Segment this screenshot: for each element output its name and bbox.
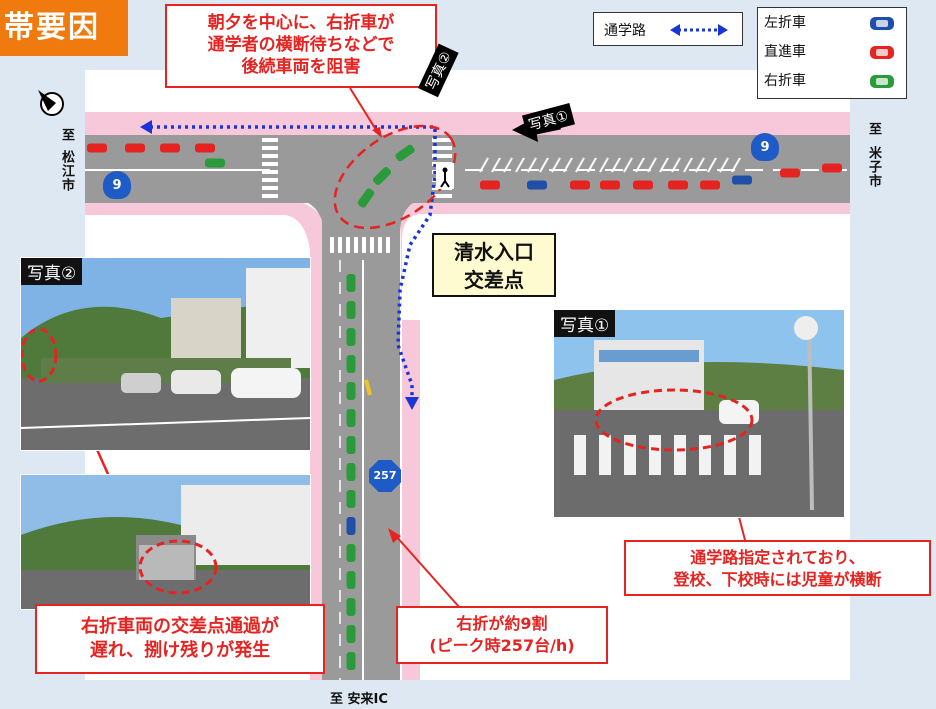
vehicle-icon (346, 517, 356, 535)
callout-right-turn-blocking: 朝夕を中心に、右折車が 通学者の横断待ちなどで 後続車両を阻害 (165, 4, 437, 88)
photo-1-image (554, 310, 844, 517)
vehicle-icon (633, 180, 653, 190)
vehicle-icon (480, 180, 500, 190)
vehicle-icon (346, 382, 356, 400)
vehicle-icon (346, 301, 356, 319)
car-red-icon (870, 46, 894, 59)
legend-route-label: 通学路 (604, 23, 646, 39)
photo-2b-image (21, 475, 310, 609)
photo-1: 写真① (553, 309, 845, 518)
vehicle-icon (600, 180, 620, 190)
vehicle-icon (732, 175, 752, 185)
vehicle-icon (822, 163, 842, 173)
direction-left-to: 至 (59, 128, 74, 142)
callout-school-route: 通学路指定されており、 登校、下校時には児童が横断 (624, 540, 931, 596)
vehicle-icon (87, 143, 107, 153)
photo-2-label: 写真② (21, 258, 83, 285)
intersection-name: 清水入口 交差点 (432, 233, 556, 297)
vehicle-icon (346, 463, 356, 481)
vehicle-icon (346, 544, 356, 562)
direction-right-city: 米子市 (866, 146, 881, 188)
car-blue-icon (870, 17, 894, 30)
legend-right-turn: 右折車 (764, 73, 806, 89)
vehicle-icon (205, 158, 225, 168)
vehicle-icon (357, 188, 375, 208)
vehicle-icon (780, 168, 800, 178)
vehicle-icon (346, 571, 356, 589)
photo-2: 写真② (20, 257, 311, 451)
vehicle-icon (125, 143, 145, 153)
vehicle-icon (346, 652, 356, 670)
route-257-shield: 257 (369, 460, 401, 492)
page-title: 帯要因 (0, 0, 128, 56)
direction-bottom: 至 安来IC (330, 692, 388, 707)
vehicle-icon (346, 328, 356, 346)
route-arrow-icon (670, 24, 728, 36)
direction-right-to: 至 (866, 122, 881, 136)
vehicle-icon (570, 180, 590, 190)
vehicle-icon (346, 625, 356, 643)
vehicle-icon (346, 436, 356, 454)
vehicle-icon (195, 143, 215, 153)
vehicle-icon (372, 166, 392, 186)
legend-left-turn: 左折車 (764, 15, 806, 31)
callout-right-turn-ratio: 右折が約9割 (ピーク時257台/h) (396, 606, 608, 664)
vehicle-icon (346, 409, 356, 427)
photo-2-image (21, 258, 310, 450)
vehicle-icon (346, 598, 356, 616)
vehicle-icon (346, 355, 356, 373)
callout-right-turn-delay: 右折車両の交差点通過が 遅れ、捌け残りが発生 (35, 604, 325, 674)
photo-1-label: 写真① (554, 310, 616, 337)
legend-straight: 直進車 (764, 44, 806, 60)
route-9-shield-left: 9 (103, 171, 131, 199)
direction-left-city: 松江市 (59, 150, 74, 192)
photo-2b (20, 474, 311, 610)
vehicle-icon (395, 144, 415, 162)
vehicle-icon (346, 490, 356, 508)
vehicle-icon (160, 143, 180, 153)
car-green-icon (870, 75, 894, 88)
vehicle-icon (668, 180, 688, 190)
vehicle-icon (700, 180, 720, 190)
legend-school-route: 通学路 (593, 12, 743, 46)
vehicle-icon (346, 274, 356, 292)
route-9-shield-right: 9 (751, 133, 779, 161)
legend-vehicles: 左折車 直進車 右折車 (757, 7, 907, 99)
vehicle-icon (527, 180, 547, 190)
